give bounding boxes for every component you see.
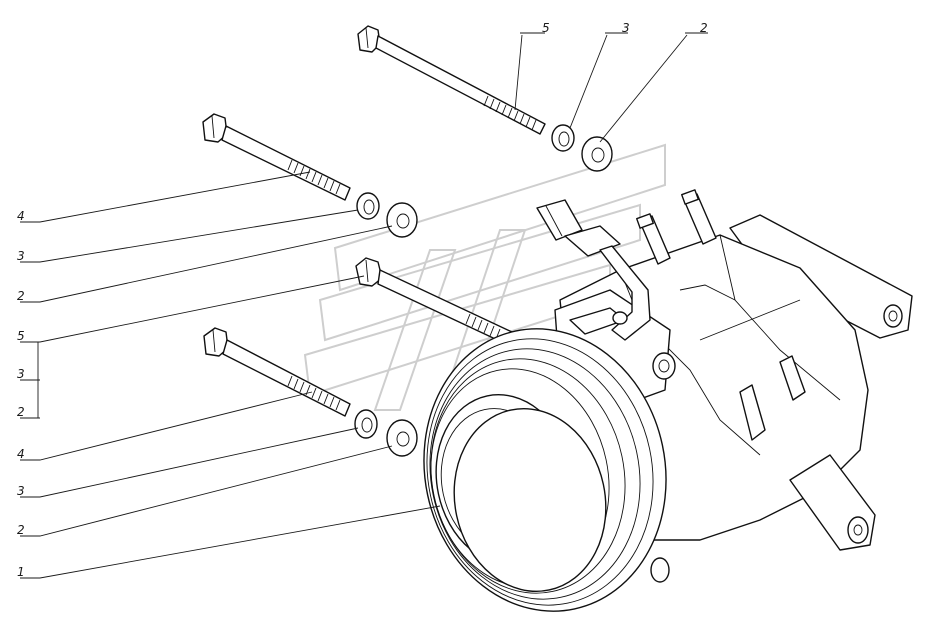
label-left-3a: 3 bbox=[17, 249, 25, 263]
label-left-2a: 2 bbox=[17, 289, 25, 303]
label-top-5: 5 bbox=[542, 21, 550, 35]
label-top-2: 2 bbox=[700, 21, 708, 35]
clutch-pulley bbox=[423, 328, 667, 612]
label-left-2b: 2 bbox=[17, 405, 25, 419]
leader-lines bbox=[20, 32, 708, 579]
electrical-connector bbox=[536, 199, 651, 341]
bolt-upper-left bbox=[202, 113, 351, 201]
label-left-3b: 3 bbox=[17, 367, 25, 381]
bolt-middle bbox=[355, 257, 513, 345]
label-left-4a: 4 bbox=[17, 209, 25, 223]
label-left-1: 1 bbox=[17, 565, 25, 579]
label-left-4b: 4 bbox=[17, 447, 25, 461]
spring-washer-upper-left bbox=[356, 192, 380, 220]
callout-labels: 5 3 2 4 3 2 5 3 2 4 3 2 1 bbox=[17, 21, 708, 579]
flat-washer-lower-left bbox=[386, 419, 418, 457]
service-port-2 bbox=[681, 189, 717, 245]
label-left-5: 5 bbox=[17, 329, 25, 343]
bolt-lower-left bbox=[203, 327, 351, 417]
label-left-3c: 3 bbox=[17, 484, 25, 498]
spring-washer-lower-left bbox=[354, 409, 378, 439]
flat-washer-upper-left bbox=[386, 202, 418, 238]
service-port-1 bbox=[636, 213, 671, 265]
label-top-3: 3 bbox=[622, 21, 630, 35]
flat-washer-top bbox=[581, 136, 613, 172]
label-left-2c: 2 bbox=[17, 523, 25, 537]
bolt-top bbox=[357, 25, 546, 135]
spring-washer-top bbox=[551, 124, 575, 152]
